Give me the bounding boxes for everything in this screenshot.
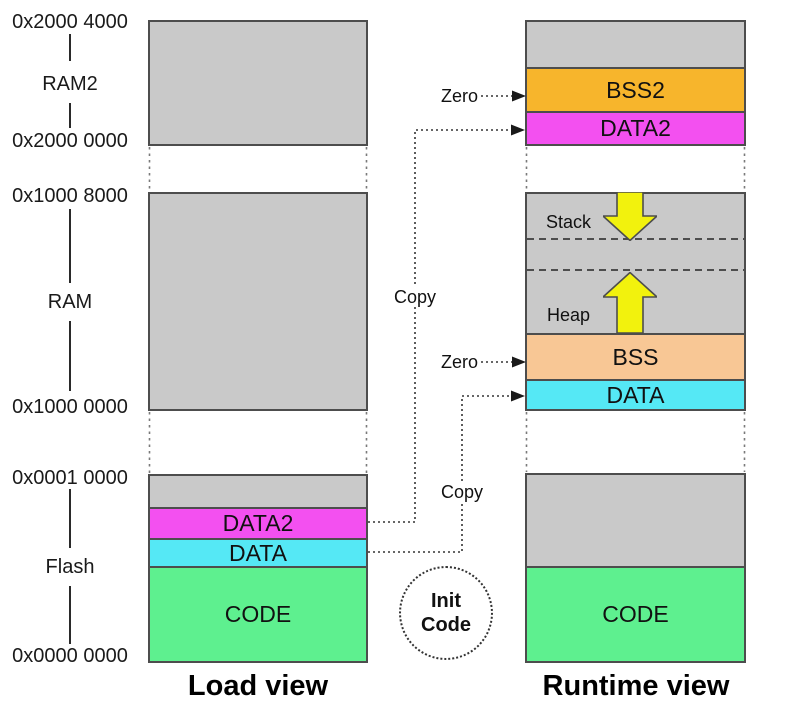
address-label-ram-bottom: 0x1000 0000 (12, 396, 128, 418)
runtime-data2-section: DATA2 (527, 111, 744, 144)
init-code-line1: Init (431, 590, 461, 612)
init-code-circle: Init Code (399, 566, 493, 660)
region-label-ram2: RAM2 (42, 73, 98, 95)
region-label-ram: RAM (47, 291, 93, 313)
load-flash-block: DATA2 DATA CODE (148, 474, 368, 663)
arrowhead-zero-bss (512, 356, 526, 368)
load-ram-block (148, 192, 368, 411)
load-flash-code-section: CODE (150, 566, 366, 661)
axis-tick (69, 586, 71, 644)
arrowhead-copy-data (511, 390, 525, 402)
load-ram2-block (148, 20, 368, 146)
runtime-code-section: CODE (527, 566, 744, 661)
address-label-ram-top: 0x1000 8000 (12, 185, 128, 207)
arrowhead-zero-bss2 (512, 90, 526, 102)
axis-tick (69, 321, 71, 391)
copy-data2-connector (368, 129, 512, 523)
axis-tick (69, 489, 71, 548)
runtime-flash-block: CODE (525, 473, 746, 663)
axis-tick (69, 103, 71, 128)
runtime-flash-free-section (527, 475, 744, 566)
copy-data-label: Copy (437, 482, 487, 502)
load-view-title: Load view (187, 670, 329, 702)
load-flash-data2-section: DATA2 (150, 507, 366, 538)
runtime-ram2-free-section (527, 22, 744, 67)
copy-data2-label: Copy (390, 287, 440, 307)
address-label-ram2-top: 0x2000 4000 (12, 11, 128, 33)
runtime-ram2-block: BSS2 DATA2 (525, 20, 746, 146)
runtime-data-section: DATA (527, 379, 744, 409)
address-label-ram2-bottom: 0x2000 0000 (12, 130, 128, 152)
stack-label: Stack (546, 212, 592, 232)
arrowhead-copy-data2 (511, 124, 525, 136)
load-flash-free-section (150, 476, 366, 507)
runtime-bss-section: BSS (527, 333, 744, 379)
zero-bss2-label: Zero (440, 86, 478, 106)
runtime-bss2-section: BSS2 (527, 67, 744, 111)
address-label-flash-bottom: 0x0000 0000 (12, 645, 128, 667)
heap-label: Heap (547, 305, 591, 325)
runtime-view-title: Runtime view (542, 670, 730, 702)
address-label-flash-top: 0x0001 0000 (12, 467, 128, 489)
axis-tick (69, 209, 71, 283)
init-code-line2: Code (421, 614, 471, 636)
region-label-flash: Flash (45, 556, 95, 578)
axis-tick (69, 34, 71, 61)
load-flash-data-section: DATA (150, 538, 366, 566)
zero-bss-label: Zero (440, 352, 478, 372)
copy-data-connector (368, 395, 512, 553)
